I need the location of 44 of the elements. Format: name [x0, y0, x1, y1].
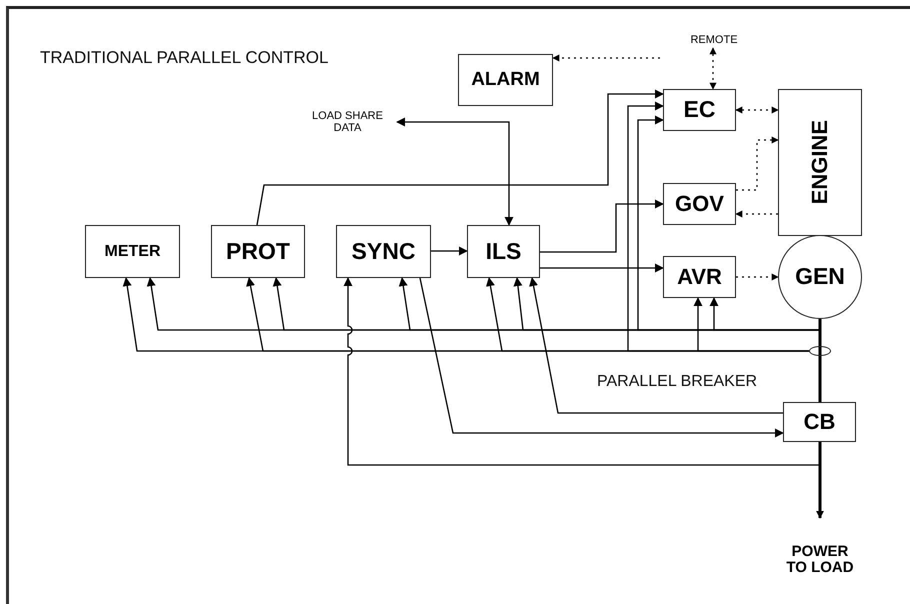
connector-arrow	[396, 118, 514, 226]
signal-label: REMOTE	[686, 32, 742, 48]
connector-arrow	[710, 47, 716, 90]
block-label: CB	[804, 410, 836, 434]
block-box	[663, 183, 736, 225]
block-box	[663, 256, 736, 298]
block-label: GOV	[675, 192, 724, 216]
connector-arrow	[344, 277, 821, 466]
connector-arrow	[256, 90, 664, 226]
connector-arrow	[627, 102, 809, 352]
block-label: METER	[104, 242, 160, 260]
block-box	[85, 225, 180, 278]
signal-label: POWER TO LOAD	[786, 522, 854, 598]
block-box	[467, 225, 540, 278]
connector-arrow	[552, 54, 660, 62]
connector-arrow	[540, 264, 664, 272]
block-label: PROT	[226, 238, 290, 264]
block-box	[778, 89, 862, 236]
connector-arrow	[736, 274, 779, 280]
connector-arrow	[419, 278, 784, 438]
connector-arrow	[735, 210, 778, 218]
breaker-label: PARALLEL BREAKER	[597, 373, 758, 391]
block-label: EC	[684, 97, 716, 123]
connector-arrow	[637, 116, 821, 331]
block-label: SYNC	[352, 238, 416, 264]
diagram-title: TRADITIONAL PARALLEL CONTROL	[40, 48, 328, 68]
block-box	[336, 225, 431, 278]
connector-arrow	[736, 136, 779, 191]
connector-arrow	[431, 246, 468, 256]
connector-arrow	[529, 277, 783, 414]
connector-arrow	[735, 106, 779, 114]
block-label: GEN	[795, 264, 845, 290]
block-box	[783, 402, 856, 442]
block-box	[211, 225, 305, 278]
current-transformer-ellipse	[809, 346, 831, 356]
connector-arrow	[816, 442, 824, 519]
block-label: ALARM	[471, 70, 540, 90]
block-label: ENGINE	[808, 120, 832, 205]
block-box	[458, 54, 553, 106]
block-label: AVR	[677, 264, 722, 290]
signal-label: LOAD SHARE DATA	[298, 106, 397, 138]
block-label: ILS	[486, 238, 522, 264]
block-box	[663, 89, 736, 131]
connector-arrow	[540, 200, 664, 253]
